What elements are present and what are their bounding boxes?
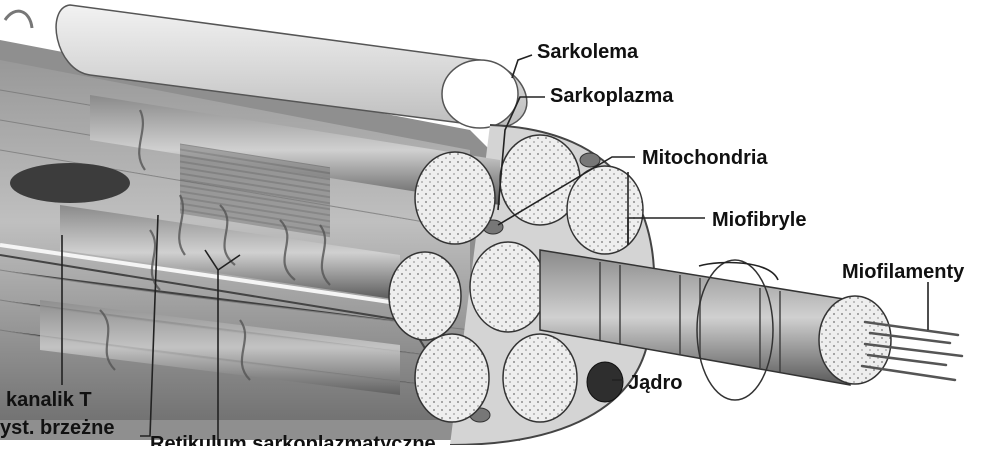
label-sarkoplazma: Sarkoplazma bbox=[550, 85, 674, 107]
back-fibrils bbox=[40, 95, 500, 395]
myofibril-cross-sections bbox=[388, 134, 644, 423]
label-miofilamenty: Miofilamenty bbox=[842, 261, 965, 283]
label-reticulum: Retikulum sarkoplazmatyczne bbox=[150, 433, 436, 455]
label-zbiorniki-brzezne: yst. brzeżne bbox=[0, 417, 115, 439]
myofilaments bbox=[860, 320, 964, 382]
label-mitochondria: Mitochondria bbox=[642, 147, 768, 169]
extended-myofibril bbox=[539, 249, 892, 401]
mitochondria-shapes bbox=[469, 152, 601, 423]
curved-arrow-icon bbox=[3, 9, 34, 29]
label-sarkolema: Sarkolema bbox=[537, 41, 639, 63]
label-kanalik-t: kanalik T bbox=[6, 389, 92, 411]
nucleus-right bbox=[586, 361, 624, 403]
nucleus-left bbox=[10, 163, 130, 203]
sarcoplasmic-reticulum bbox=[99, 109, 331, 381]
label-miofibryle: Miofibryle bbox=[712, 209, 807, 231]
muscle-fiber-illustration bbox=[0, 4, 964, 445]
leader-lines bbox=[61, 54, 929, 445]
label-jadro: Jądro bbox=[628, 372, 683, 394]
